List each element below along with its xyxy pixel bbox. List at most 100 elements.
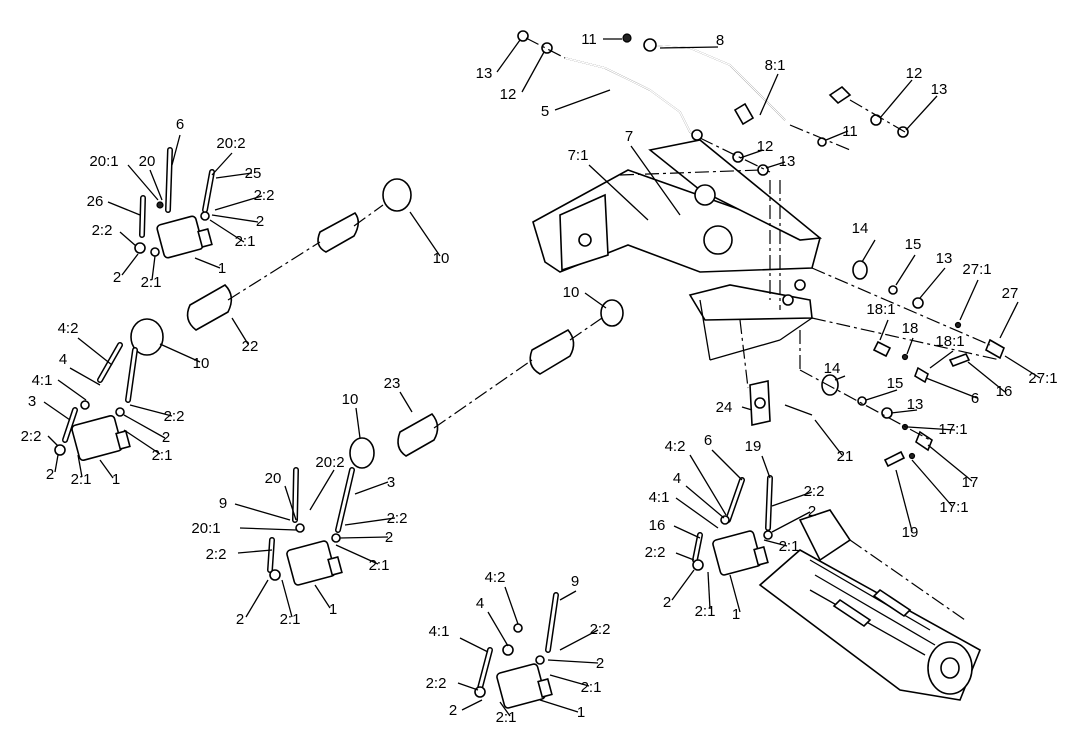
callout-label: 20 — [139, 153, 156, 170]
callout-label: 2:1 — [152, 447, 173, 464]
callout-label: 24 — [716, 399, 733, 416]
callout-label: 1 — [577, 704, 585, 721]
callout-label: 4:2 — [58, 320, 79, 337]
callout-label: 8 — [716, 32, 724, 49]
callout-label: 4:2 — [485, 569, 506, 586]
callout-label: 2 — [663, 594, 671, 611]
callout-label: 13 — [936, 250, 953, 267]
callout-label: 20:2 — [216, 135, 245, 152]
callout-label: 10 — [193, 355, 210, 372]
callout-label: 20:2 — [315, 454, 344, 471]
hydraulic-tube — [517, 30, 909, 176]
callout-label: 27 — [1002, 285, 1019, 302]
reel-frame — [758, 509, 982, 701]
callout-label: 3 — [387, 474, 395, 491]
callout-label: 7:1 — [568, 147, 589, 164]
callout-label: 11 — [581, 31, 597, 48]
coupler-sleeves — [130, 178, 624, 469]
callout-label: 7 — [625, 128, 633, 145]
callout-label: 11 — [842, 123, 858, 140]
right-fittings — [739, 260, 1006, 468]
motor-assembly-right — [692, 475, 773, 576]
callout-label: 10 — [342, 391, 359, 408]
callout-label: 16 — [649, 517, 666, 534]
callout-label: 19 — [902, 524, 919, 541]
callout-label: 14 — [824, 360, 841, 377]
callout-label: 3 — [28, 393, 36, 410]
callout-label: 2:1 — [779, 538, 800, 555]
callout-label: 6 — [704, 432, 712, 449]
callout-label: 9 — [219, 495, 227, 512]
callout-label: 18:1 — [866, 301, 895, 318]
callout-label: 9 — [571, 573, 579, 590]
callout-label: 1 — [218, 260, 226, 277]
callout-label: 2:2 — [254, 187, 275, 204]
callout-label: 2 — [113, 269, 121, 286]
callout-label: 2 — [385, 529, 393, 546]
callout-label: 5 — [541, 103, 549, 120]
callout-label: 2:2 — [645, 544, 666, 561]
callout-label: 2:1 — [496, 709, 517, 726]
callout-label: 27:1 — [962, 261, 991, 278]
callout-label: 17:1 — [938, 421, 967, 438]
callout-label: 4:2 — [665, 438, 686, 455]
callout-label: 12 — [757, 138, 774, 155]
leader-lines — [43, 38, 1041, 717]
callout-label: 2 — [46, 466, 54, 483]
callout-label: 26 — [87, 193, 104, 210]
callout-label: 2:1 — [695, 603, 716, 620]
callout-label: 20:1 — [89, 153, 118, 170]
callout-label: 2 — [162, 429, 170, 446]
callout-label: 20 — [265, 470, 282, 487]
callout-label: 1 — [112, 471, 120, 488]
callout-label: 13 — [476, 65, 493, 82]
callout-label: 12 — [906, 65, 923, 82]
callout-label: 2:2 — [426, 675, 447, 692]
callout-label: 2:2 — [804, 483, 825, 500]
callout-label: 2:1 — [581, 679, 602, 696]
callout-label: 21 — [837, 448, 854, 465]
callout-label: 27:1 — [1028, 370, 1057, 387]
callout-label: 14 — [852, 220, 869, 237]
callout-label: 4 — [59, 351, 67, 368]
callout-label: 2:2 — [590, 621, 611, 638]
motor-assembly-left — [54, 342, 138, 461]
callout-label: 2:1 — [369, 557, 390, 574]
callout-label: 4 — [476, 595, 484, 612]
callout-label: 2 — [256, 213, 264, 230]
callout-label: 12 — [500, 86, 517, 103]
callout-label: 2 — [449, 702, 457, 719]
callout-label: 2:1 — [235, 233, 256, 250]
callout-label: 2 — [808, 503, 816, 520]
callout-label: 13 — [907, 396, 924, 413]
callout-label: 20:1 — [191, 520, 220, 537]
callout-label: 2 — [236, 611, 244, 628]
callout-label: 2 — [596, 655, 604, 672]
motor-assembly-bottom — [474, 592, 559, 709]
callout-label: 15 — [905, 236, 922, 253]
callout-label: 8:1 — [765, 57, 786, 74]
callout-label: 1 — [329, 601, 337, 618]
callout-label: 18 — [902, 320, 919, 337]
callout-label: 17:1 — [939, 499, 968, 516]
callout-label: 13 — [779, 153, 796, 170]
callout-label: 10 — [563, 284, 580, 301]
callout-label: 17 — [962, 474, 979, 491]
motor-assembly-top-left — [134, 147, 215, 259]
callout-label: 2:1 — [141, 274, 162, 291]
callout-label: 13 — [931, 81, 948, 98]
callout-label: 2:1 — [280, 611, 301, 628]
callout-label: 2:2 — [164, 408, 185, 425]
callout-label: 15 — [887, 375, 904, 392]
callout-label: 16 — [996, 383, 1013, 400]
callout-label: 4:1 — [649, 489, 670, 506]
callout-label: 4 — [673, 470, 681, 487]
callout-label: 6 — [971, 390, 979, 407]
callout-label: 18:1 — [935, 333, 964, 350]
callout-label: 2:2 — [92, 222, 113, 239]
callout-label: 4:1 — [32, 372, 53, 389]
callout-label: 2:1 — [71, 471, 92, 488]
